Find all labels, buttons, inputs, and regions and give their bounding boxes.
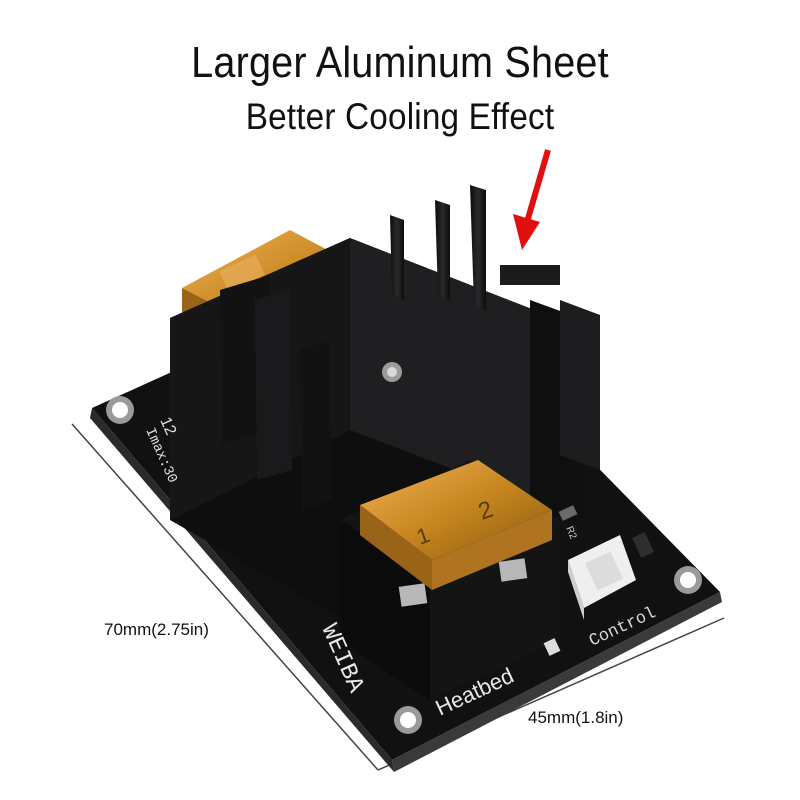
heatsink	[170, 185, 600, 640]
red-arrow-icon	[513, 149, 551, 250]
front-fuse: 1 2	[360, 460, 552, 590]
mounting-hole-icon	[106, 396, 702, 734]
led-indicator	[543, 638, 561, 656]
length-dimension-line	[71, 423, 379, 771]
resistor-label: R2	[563, 525, 578, 542]
diode	[632, 532, 654, 558]
resistor	[558, 505, 578, 521]
voltage-silkscreen: 12	[156, 415, 179, 438]
headline-secondary: Better Cooling Effect	[245, 96, 555, 137]
length-dimension-label: 70mm(2.75in)	[104, 620, 209, 639]
control-connector	[568, 535, 636, 620]
width-dimension-label: 45mm(1.8in)	[528, 708, 624, 727]
headline-primary: Larger Aluminum Sheet	[191, 38, 609, 87]
